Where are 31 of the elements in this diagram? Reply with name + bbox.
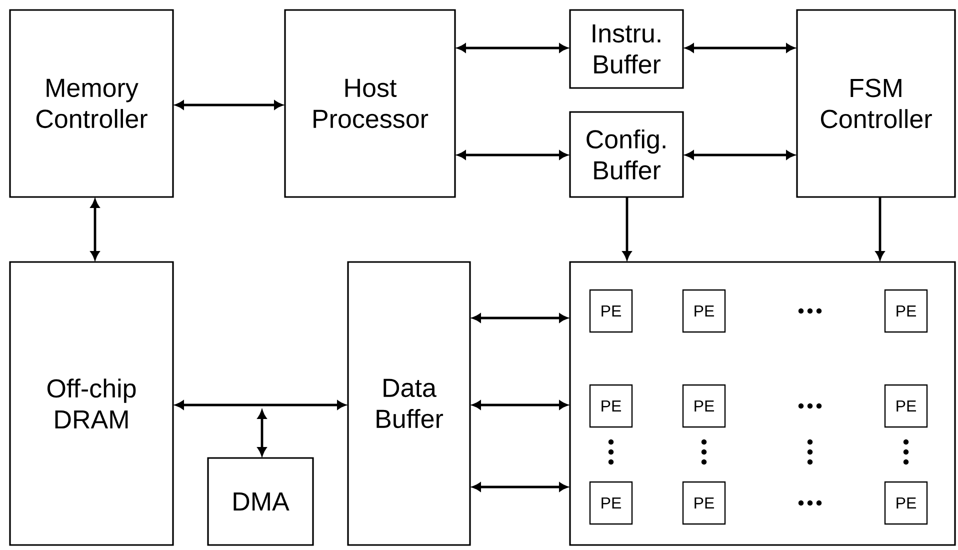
dma-box: DMA bbox=[207, 457, 314, 546]
pe-box: PE bbox=[884, 481, 928, 525]
controller-box: Memory Controller bbox=[9, 9, 174, 198]
arrow bbox=[472, 400, 568, 410]
arrow bbox=[472, 482, 568, 492]
pe-box: PE bbox=[589, 289, 633, 333]
arrow bbox=[685, 44, 795, 52]
pe-box: PE bbox=[884, 289, 928, 333]
arrow bbox=[472, 314, 568, 322]
pe-box: PE bbox=[884, 384, 928, 428]
arrow bbox=[876, 197, 884, 260]
arrow bbox=[457, 150, 568, 160]
pe-box: PE bbox=[682, 481, 726, 525]
dram-box: Off-chip DRAM bbox=[9, 261, 174, 546]
pe-box: PE bbox=[589, 384, 633, 428]
processor-box: Host Processor bbox=[284, 9, 456, 198]
arrow bbox=[90, 199, 100, 260]
buffer-box: Config. Buffer bbox=[569, 111, 684, 198]
pe-array-box bbox=[569, 261, 956, 546]
controller-box: FSM Controller bbox=[796, 9, 956, 198]
arrow bbox=[258, 410, 266, 456]
pe-box: PE bbox=[682, 289, 726, 333]
arrow bbox=[457, 44, 568, 52]
arrow bbox=[685, 150, 795, 160]
buffer-box: Data Buffer bbox=[347, 261, 471, 546]
pe-box: PE bbox=[682, 384, 726, 428]
pe-box: PE bbox=[589, 481, 633, 525]
arrow bbox=[622, 197, 632, 260]
arrow bbox=[175, 400, 346, 410]
arrow bbox=[175, 100, 283, 110]
buffer-box: Instru. Buffer bbox=[569, 9, 684, 89]
